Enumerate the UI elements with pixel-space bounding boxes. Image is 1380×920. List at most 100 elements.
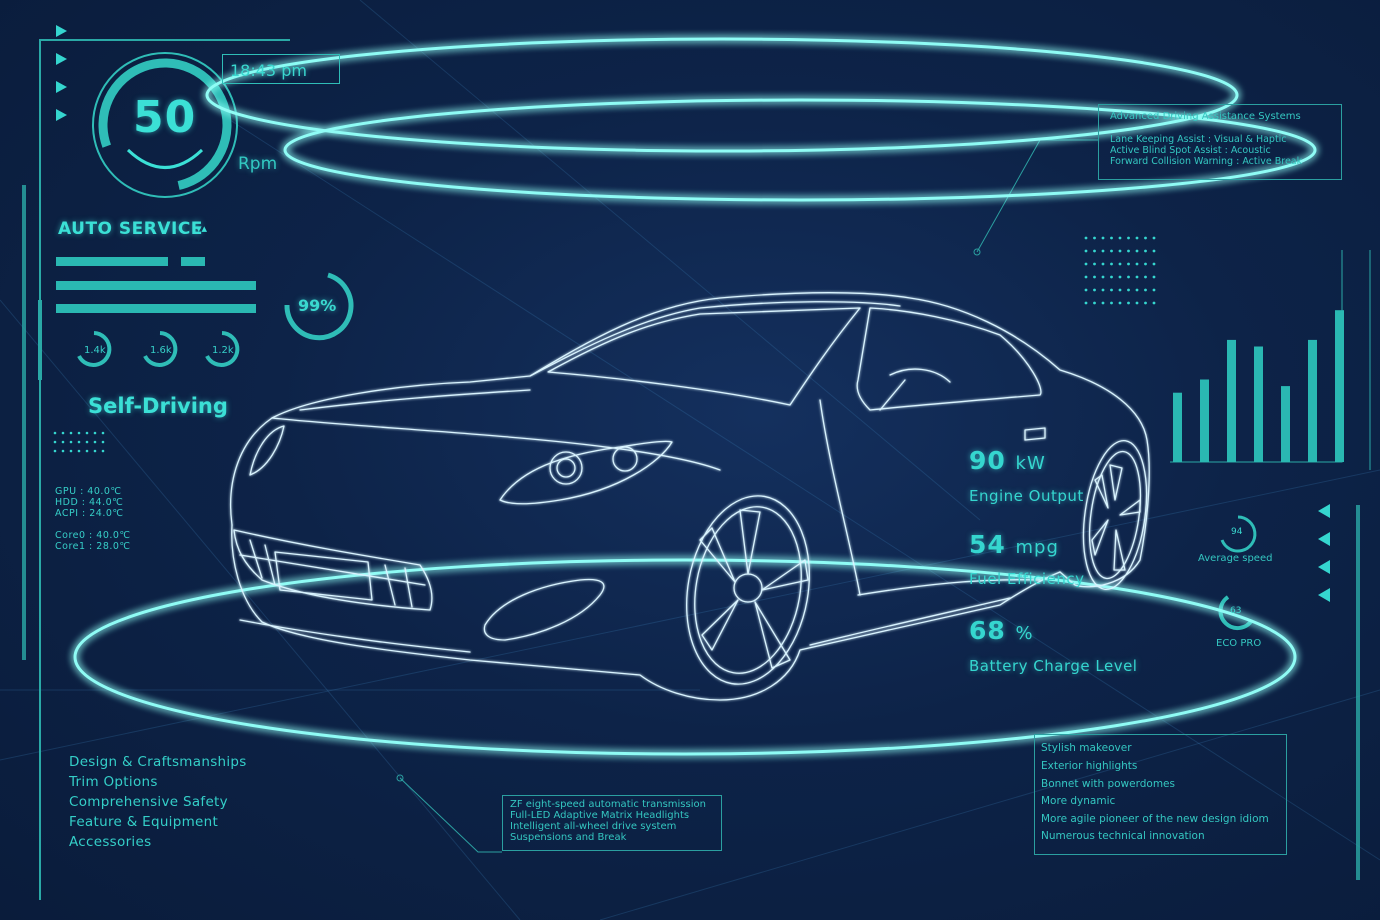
spec-item: ZF eight-speed automatic transmission bbox=[510, 799, 706, 810]
grid-dot bbox=[1118, 301, 1122, 305]
temp-core1: Core1 : 28.0℃ bbox=[55, 541, 131, 552]
speed-value: 50 bbox=[133, 92, 197, 143]
menu-trim-options[interactable]: Trim Options bbox=[69, 774, 158, 790]
grid-dot bbox=[1127, 249, 1130, 253]
temp-hdd: HDD : 44.0℃ bbox=[55, 497, 124, 508]
bar-chart-bar bbox=[1173, 392, 1182, 462]
feature-panel bbox=[1034, 734, 1287, 855]
menu-design[interactable]: Design & Craftsmanships bbox=[69, 754, 247, 770]
grid-dot bbox=[1127, 236, 1130, 240]
grid-dot bbox=[1144, 262, 1147, 266]
bar-chart-bar bbox=[1308, 339, 1317, 462]
bar-chart-bar bbox=[1281, 386, 1290, 462]
left-arrow-icons bbox=[1318, 504, 1330, 602]
eco-label: ECO PRO bbox=[1216, 638, 1262, 649]
progress-percent: 99% bbox=[298, 296, 337, 315]
feature-item: Stylish makeover bbox=[1041, 742, 1132, 754]
grid-dot bbox=[1101, 262, 1105, 266]
grid-dot bbox=[1144, 275, 1147, 279]
feature-item: Bonnet with powerdomes bbox=[1041, 778, 1175, 790]
grid-dot bbox=[1084, 236, 1088, 240]
grid-dot bbox=[1144, 249, 1147, 253]
grid-dot bbox=[1118, 288, 1122, 292]
grid-dot bbox=[1093, 275, 1096, 279]
grid-dot bbox=[1084, 262, 1088, 266]
temp-gpu: GPU : 40.0℃ bbox=[55, 486, 122, 497]
grid-dot bbox=[1127, 301, 1130, 305]
spec-item: Suspensions and Break bbox=[510, 832, 627, 843]
bar-chart-bar bbox=[1254, 346, 1263, 462]
grid-dot bbox=[1135, 301, 1139, 305]
bar-chart-bar bbox=[1200, 379, 1209, 462]
play-arrow-icon bbox=[56, 81, 67, 93]
bar-chart-bar bbox=[1335, 310, 1344, 462]
time-box bbox=[222, 54, 340, 84]
temp-core0: Core0 : 40.0℃ bbox=[55, 530, 131, 541]
grid-dot bbox=[1127, 288, 1130, 292]
grid-dot bbox=[1101, 249, 1105, 253]
auto-service-title[interactable]: AUTO SERVICE bbox=[58, 219, 203, 239]
average-speed-value: 94 bbox=[1231, 527, 1243, 537]
grid-dot bbox=[1110, 301, 1113, 305]
battery-label: Battery Charge Level bbox=[969, 657, 1138, 675]
grid-dot bbox=[1110, 249, 1113, 253]
neon-rings bbox=[73, 37, 1317, 756]
grid-dot bbox=[1144, 236, 1147, 240]
grid-dot bbox=[1152, 275, 1156, 279]
adas-item: Lane Keeping Assist : Visual & Haptic bbox=[1110, 134, 1287, 145]
adas-panel bbox=[1098, 104, 1342, 180]
adas-title: Advanced Driving Assistance Systems bbox=[1110, 111, 1301, 122]
grid-dot bbox=[1152, 301, 1156, 305]
grid-dot bbox=[1093, 249, 1096, 253]
left-arrow-icon bbox=[1318, 504, 1330, 518]
grid-dot bbox=[1110, 236, 1113, 240]
fuel-efficiency-value: 54 mpg bbox=[969, 530, 1059, 559]
grid-dot bbox=[1093, 236, 1096, 240]
bar-chart bbox=[1173, 310, 1344, 462]
left-arrow-icon bbox=[1318, 560, 1330, 574]
average-speed-label: Average speed bbox=[1198, 553, 1273, 564]
grid-dot bbox=[1093, 301, 1096, 305]
grid-dot bbox=[1093, 262, 1096, 266]
grid-dot bbox=[1152, 262, 1156, 266]
time-display: 18:43 pm bbox=[230, 61, 307, 80]
feature-item: More dynamic bbox=[1041, 795, 1116, 807]
eco-gauge bbox=[1218, 595, 1254, 631]
grid-dot bbox=[1135, 288, 1139, 292]
left-frame bbox=[22, 39, 290, 900]
grid-dot bbox=[1135, 236, 1139, 240]
gauge-label: 1.6k bbox=[150, 345, 172, 356]
gauge-label: 1.2k bbox=[212, 345, 234, 356]
temp-acpi: ACPI : 24.0℃ bbox=[55, 508, 124, 519]
grid-dot bbox=[1152, 249, 1156, 253]
caret-up-down-icon[interactable]: ▾▴ bbox=[196, 222, 208, 235]
speed-gauge bbox=[92, 52, 238, 198]
adas-item: Forward Collision Warning : Active Break bbox=[1110, 156, 1303, 167]
spec-connector bbox=[396, 774, 502, 853]
mini-gauges bbox=[77, 331, 240, 367]
menu-feature-equipment[interactable]: Feature & Equipment bbox=[69, 814, 219, 830]
play-arrow-icon bbox=[56, 109, 67, 121]
rpm-label: Rpm bbox=[238, 154, 278, 174]
menu-safety[interactable]: Comprehensive Safety bbox=[69, 794, 228, 810]
spec-panel bbox=[502, 795, 722, 851]
grid-dot bbox=[1127, 262, 1130, 266]
feature-item: More agile pioneer of the new design idi… bbox=[1041, 813, 1269, 825]
grid-dot bbox=[1110, 275, 1113, 279]
play-arrow-icons bbox=[56, 25, 67, 121]
left-arrow-icon bbox=[1318, 588, 1330, 602]
menu-accessories[interactable]: Accessories bbox=[69, 834, 152, 850]
feature-item: Numerous technical innovation bbox=[1041, 830, 1205, 842]
dot-grid-right bbox=[1084, 236, 1156, 305]
grid-dot bbox=[1152, 288, 1156, 292]
grid-dot bbox=[1084, 275, 1088, 279]
grid-dot bbox=[1101, 301, 1105, 305]
grid-dot bbox=[1135, 249, 1139, 253]
grid-dot bbox=[1084, 249, 1088, 253]
grid-dot bbox=[1110, 262, 1113, 266]
left-arrow-icon bbox=[1318, 532, 1330, 546]
grid-dot bbox=[1084, 288, 1088, 292]
self-driving-label[interactable]: Self-Driving bbox=[88, 394, 228, 418]
